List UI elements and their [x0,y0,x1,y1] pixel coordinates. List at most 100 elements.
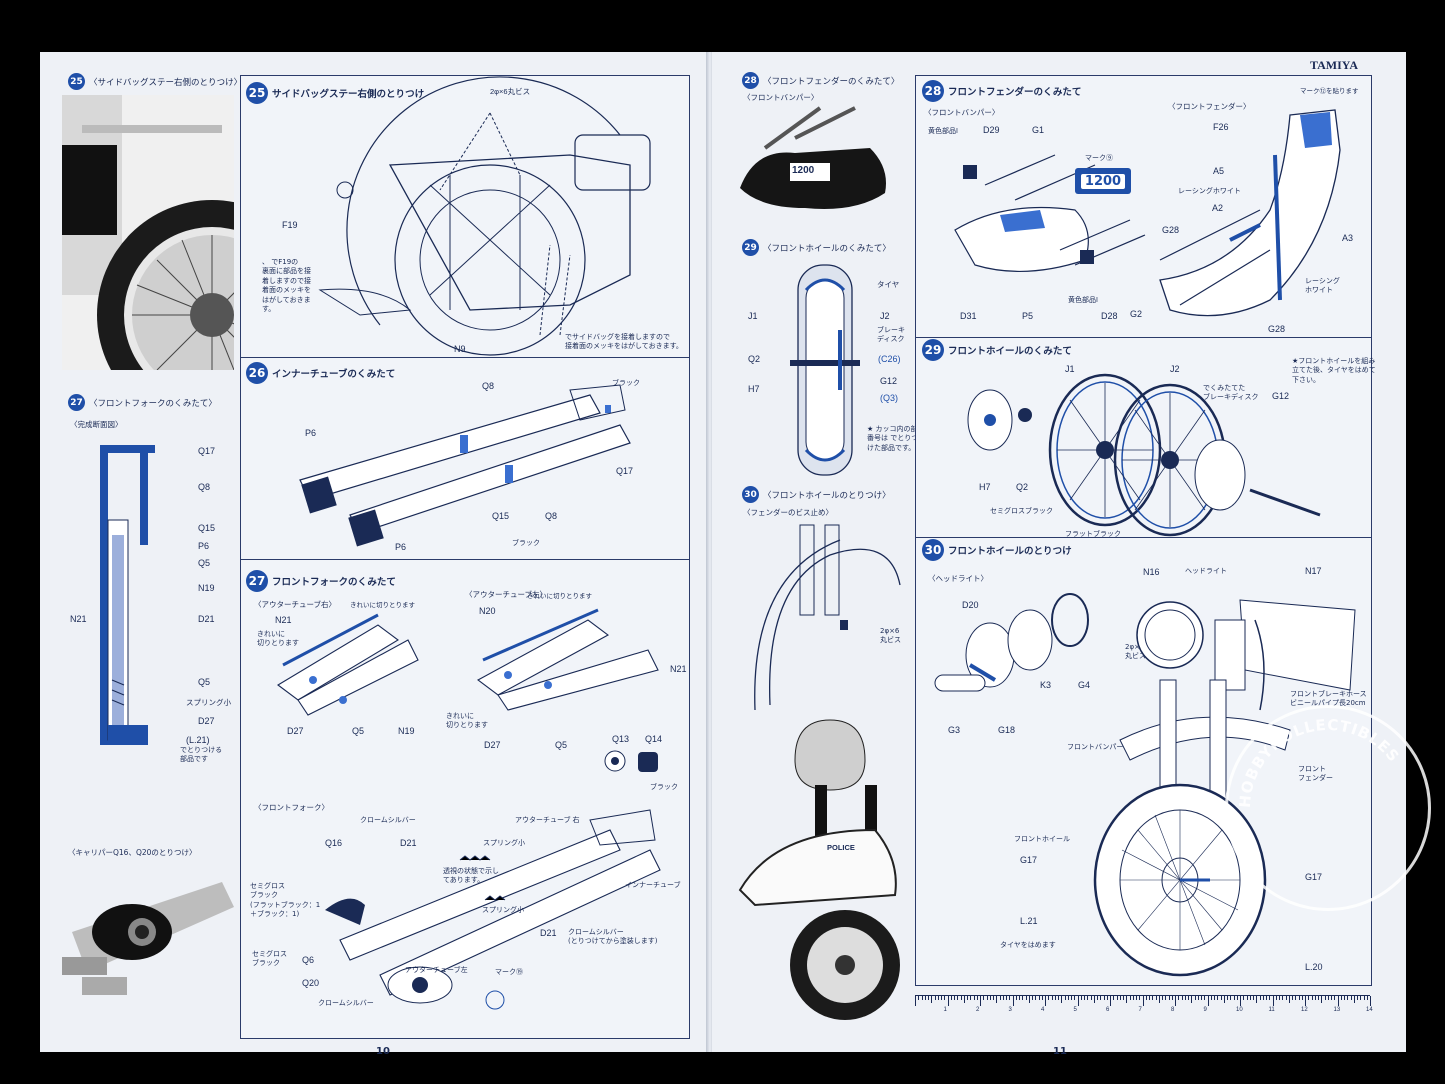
front-wheel-mount-diagram [1093,599,1356,977]
ruler-tick [999,996,1001,1000]
part-label: Q5 [198,677,211,687]
step-number-badge: 25 [246,82,268,104]
ruler-tick [1113,996,1115,1000]
part-label: Q13 [612,734,630,744]
sidebar-step27-title: 〈フロントフォークのくみたて〉 [89,398,217,409]
ruler-number: 9 [1203,1007,1207,1013]
ruler-tick [1084,996,1085,1000]
ruler-tick [1132,996,1134,1000]
ruler-tick [1272,996,1274,1006]
watermark-stamp: HOBBYKOLLECTIBLES [1225,705,1431,911]
part-label: J1 [748,311,758,321]
ruler-number: 12 [1301,1007,1308,1013]
ruler-number: 13 [1333,1007,1341,1013]
part-label: D20 [962,600,979,610]
ruler-tick [1035,996,1037,1000]
bumper-subtitle: 〈フロントバンパー〉 [924,108,1000,117]
ruler-tick [1253,996,1254,1000]
part-label: A3 [1342,233,1354,243]
part-label: アウターチューブ 右 [515,817,580,824]
police-text: POLICE [827,843,855,852]
ruler-tick [1327,996,1329,1000]
outer-tube-left-subtitle: 〈アウターチューブ左〉 [465,590,548,599]
ruler-tick [1025,996,1027,1000]
ruler-tick [1197,996,1199,1000]
step-number-badge: 30 [922,539,944,561]
part-label: Q8 [482,381,495,391]
ruler-tick [1324,996,1326,1000]
ruler-tick [1233,996,1235,1000]
step-number-badge: 30 [742,486,759,503]
part-label: (Q3) [880,393,898,403]
step25-title: サイドバッグステー右側のとりつけ [272,89,425,100]
step-number-badge: 29 [922,339,944,361]
part-label: A5 [1213,166,1225,176]
ruler-number: 4 [1041,1007,1045,1013]
ruler-tick [1282,996,1284,1000]
step30-header: 30 フロントホイールのとりつけ [922,539,1072,561]
paint-label: レーシング ホワイト [1305,277,1340,295]
part-label: タイヤをはめます [1000,942,1056,949]
ruler-number: 3 [1008,1007,1012,1013]
ruler-tick [1292,996,1293,1000]
ruler-tick [1321,996,1323,1003]
ruler-tick [1285,996,1287,1000]
part-label: D21 [400,838,417,848]
ruler-tick [1220,996,1222,1000]
ruler-tick [1344,996,1345,1000]
ruler-tick [1298,996,1300,1000]
ruler-tick [1217,996,1219,1000]
brake-hose-label: フロントブレーキホース ビニールパイプ長20cm [1290,690,1367,708]
ruler-tick [1181,996,1183,1000]
ruler-tick [1019,996,1020,1000]
part-label: K3 [1040,680,1052,690]
ruler-tick [1279,996,1280,1000]
part-label: G12 [880,376,898,386]
ruler-tick [1191,996,1193,1003]
mark-label: マーク⑫を貼ります [1300,88,1359,95]
paint-label: 黄色部品I [1068,297,1098,304]
ruler-tick [934,996,936,1000]
part-label: フロントバンパー [1067,744,1124,751]
part-label: フロントホイール [1014,836,1070,843]
ruler-tick [980,996,981,1006]
part-label: N16 [1143,567,1160,577]
paint-note: セミグロス ブラック [252,950,287,968]
step-number-badge: 26 [246,362,268,384]
part-label: Q17 [616,466,634,476]
ruler-tick [963,996,965,1003]
part-label: N21 [70,614,87,624]
ruler-tick [1051,996,1053,1000]
ruler-tick [1295,996,1297,1000]
ruler-tick [1246,996,1248,1000]
page-number-left: 10 [376,1046,390,1057]
part-label: P6 [305,428,317,438]
ruler-tick [1269,996,1271,1000]
part-label: Q20 [302,978,320,988]
ruler-tick [1194,996,1196,1000]
part-label: (C26) [878,354,901,364]
ruler-tick [1340,996,1342,1000]
ruler-tick [1214,996,1215,1000]
ruler-tick [1318,996,1319,1000]
caliper-subtitle: 〈キャリパーQ16、Q20のとりつけ〉 [68,848,197,857]
part-label: G4 [1078,680,1091,690]
ruler-tick [941,996,942,1000]
part-label: スプリング小 [482,907,524,914]
ruler-tick [989,996,991,1000]
ruler-tick [1106,996,1108,1000]
ruler-tick [944,996,946,1000]
outer-tube-right-subtitle: 〈アウターチューブ右〉 [254,600,337,609]
part-label: D27 [198,716,215,726]
part-label: D27 [287,726,304,736]
step26-header: 26 インナーチューブのくみたて [246,362,395,384]
ruler-tick [1288,996,1290,1003]
part-label: P6 [395,542,407,552]
step25-saddlebag-stay-diagram [318,76,651,356]
sidebar-step28-title: 〈フロントフェンダーのくみたて〉 [763,76,900,87]
ruler-tick [1178,996,1180,1000]
part-label: N19 [398,726,415,736]
assembled-disc-label: でくみたてた ブレーキディスク [1203,384,1259,402]
part-label: G3 [948,725,961,735]
q13-q14-parts [604,750,658,772]
